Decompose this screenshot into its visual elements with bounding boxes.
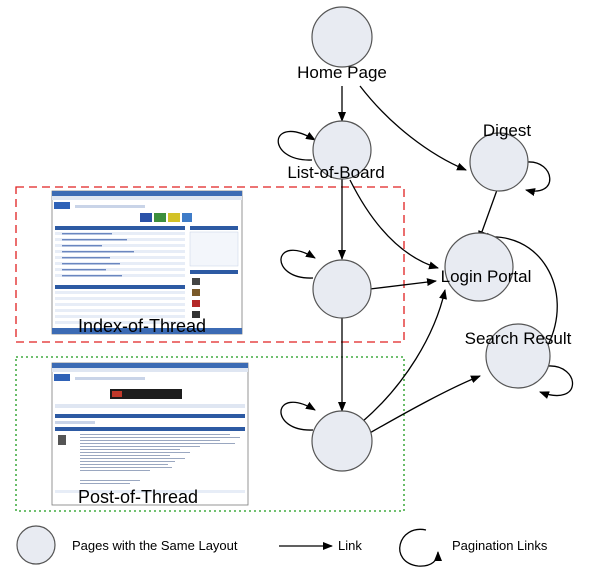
node-post-of-thread [311,410,373,472]
nodes [311,6,551,472]
legend-pagination-loop-icon [399,528,442,567]
home-page-label: Home Page [297,63,387,82]
pagination-loops [277,130,574,431]
edge-post-to-login [361,289,447,423]
node-search-result [485,323,551,389]
post-of-thread-label: Post-of-Thread [78,487,198,507]
node-list-of-board [312,120,372,180]
legend: Pages with the Same Layout Link Paginati… [16,525,548,567]
loop-index [280,249,316,279]
legend-link-label: Link [338,538,362,553]
edge-post-to-search [367,375,481,435]
legend-node-icon [16,525,56,565]
edge-search-to-login [479,232,558,346]
edge-digest-to-login [478,189,498,241]
node-login-portal [444,232,514,302]
loop-list-of-board [277,130,316,161]
edge-list-to-login [349,179,439,270]
legend-pagination-label: Pagination Links [452,538,548,553]
node-digest [469,132,529,192]
list-of-board-label: List-of-Board [287,163,384,182]
loop-digest [525,161,551,196]
index-of-thread-label: Index-of-Thread [78,316,206,336]
login-portal-label: Login Portal [441,267,532,286]
legend-pages-label: Pages with the Same Layout [72,538,238,553]
node-index-of-thread [312,259,372,319]
loop-post [280,401,316,431]
post-of-thread-screenshot [51,362,249,506]
edge-home-to-digest [359,85,467,171]
digest-label: Digest [483,121,531,140]
index-of-thread-screenshot [51,190,243,335]
index-of-thread-region [15,186,405,343]
edge-index-to-login [369,278,437,290]
search-result-label: Search Result [465,329,572,348]
edges [338,85,558,435]
post-of-thread-region [15,356,405,512]
node-home-page [311,6,373,68]
loop-search-result [539,365,574,399]
